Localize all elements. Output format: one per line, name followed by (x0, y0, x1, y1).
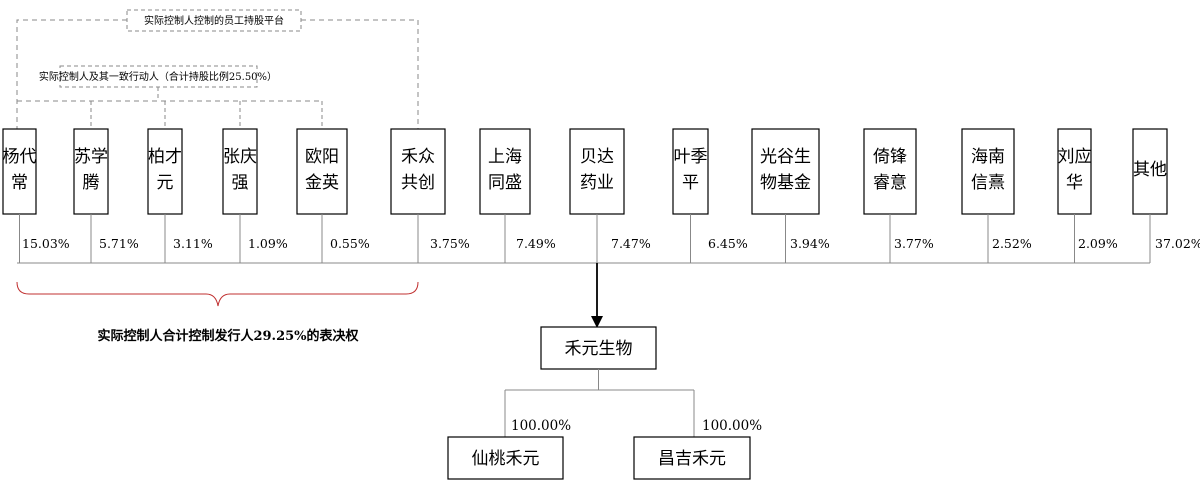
shareholder-name-line: 物基金 (760, 173, 811, 193)
shareholding-percentages: 15.03% 5.71% 3.11% 1.09% 0.55% 3.75% 7.4… (22, 236, 1200, 251)
shareholder-hainan-xinxi: 海南 信熹 (961, 128, 1015, 215)
shareholder-name-line: 元 (157, 173, 174, 193)
shareholder-name-line: 杨代 (3, 147, 37, 167)
shareholder-name-line: 海南 (971, 147, 1005, 167)
shareholder-name-line: 同盛 (488, 173, 522, 193)
pct-others: 37.02% (1155, 236, 1200, 251)
shareholder-name-line: 睿意 (873, 173, 907, 193)
shareholder-name-line: 欧阳 (305, 147, 339, 167)
pct-beida-yaoye: 7.47% (611, 236, 651, 251)
ownership-arrow-head (591, 316, 603, 328)
shareholder-name-line: 贝达 (580, 147, 614, 167)
shareholder-hezhong-gongchuang: 禾众 共创 (390, 128, 446, 215)
shareholder-name-line: 其他 (1133, 160, 1167, 180)
shareholder-name-line: 平 (682, 173, 699, 193)
pct-yifeng-ruiyi: 3.77% (894, 236, 934, 251)
controller-group-brace (16, 281, 419, 307)
subsidiary-changji-heyuan: 昌吉禾元 (633, 436, 751, 480)
shareholder-connectors (17, 214, 1151, 264)
shareholder-beida-yaoye: 贝达 药业 (569, 128, 625, 215)
shareholder-name-line: 光谷生 (760, 147, 811, 167)
voting-summary-text: 实际控制人合计控制发行人29.25%的表决权 (97, 328, 359, 344)
employee-platform-left-connector (16, 19, 127, 129)
subsidiary-name: 昌吉禾元 (658, 449, 726, 469)
pct-bai-caiyuan: 3.11% (173, 236, 213, 251)
pct-liu-yinghua: 2.09% (1078, 236, 1118, 251)
shareholder-liu-yinghua: 刘应 华 (1057, 128, 1092, 215)
concert-parties-group: 实际控制人及其一致行动人（合计持股比例25.50%） (17, 65, 323, 129)
pct-zhang-qingqiang: 1.09% (248, 236, 288, 251)
shareholder-ye-jiping: 叶季 平 (672, 128, 709, 215)
pct-guanggu-fund: 3.94% (790, 236, 830, 251)
pct-ouyang-jinying: 0.55% (330, 236, 370, 251)
shareholder-others: 其他 (1132, 128, 1168, 215)
shareholder-name-line: 禾众 (401, 147, 435, 167)
shareholder-name-line: 金英 (305, 173, 339, 193)
shareholder-yifeng-ruiyi: 倚锋 睿意 (863, 128, 917, 215)
shareholder-name-line: 腾 (83, 173, 100, 193)
pct-xiantao-heyuan: 100.00% (511, 418, 571, 434)
company-name: 禾元生物 (565, 339, 633, 359)
shareholder-name-line: 强 (232, 173, 249, 193)
shareholder-name-line: 华 (1066, 173, 1083, 193)
pct-su-xueteng: 5.71% (99, 236, 139, 251)
pct-yang-daichang: 15.03% (22, 236, 70, 251)
shareholder-bai-caiyuan: 柏才 元 (147, 128, 183, 215)
subsidiary-name: 仙桃禾元 (472, 449, 540, 469)
shareholder-name-line: 刘应 (1058, 147, 1092, 167)
pct-shanghai-tongsheng: 7.49% (516, 236, 556, 251)
employee-platform-label: 实际控制人控制的员工持股平台 (144, 14, 284, 27)
pct-hezhong-gongchuang: 3.75% (430, 236, 470, 251)
shareholder-name-line: 上海 (488, 147, 522, 167)
shareholder-guanggu-fund: 光谷生 物基金 (751, 128, 820, 215)
shareholder-zhang-qingqiang: 张庆 强 (222, 128, 258, 215)
shareholder-name-line: 常 (11, 173, 28, 193)
pct-ye-jiping: 6.45% (708, 236, 748, 251)
company-box: 禾元生物 (540, 326, 657, 370)
shareholder-name-line: 苏学 (74, 147, 108, 167)
shareholder-name-line: 柏才 (148, 147, 182, 167)
shareholder-yang-daichang: 杨代 常 (2, 128, 37, 215)
subsidiary-connectors (504, 369, 695, 437)
shareholder-name-line: 倚锋 (873, 147, 907, 167)
shareholder-name-line: 药业 (580, 173, 614, 193)
pct-changji-heyuan: 100.00% (702, 418, 762, 434)
shareholder-name-line: 叶季 (674, 147, 708, 167)
shareholder-shanghai-tongsheng: 上海 同盛 (479, 128, 531, 215)
shareholder-su-xueteng: 苏学 腾 (73, 128, 109, 215)
subsidiary-xiantao-heyuan: 仙桃禾元 (447, 436, 564, 480)
concert-parties-label: 实际控制人及其一致行动人（合计持股比例25.50%） (39, 70, 277, 83)
pct-hainan-xinxi: 2.52% (992, 236, 1032, 251)
shareholder-name-line: 共创 (401, 173, 435, 193)
shareholder-name-line: 信熹 (971, 173, 1005, 193)
shareholder-ouyang-jinying: 欧阳 金英 (296, 128, 348, 215)
shareholder-name-line: 张庆 (223, 147, 257, 167)
employee-platform-group: 实际控制人控制的员工持股平台 (16, 9, 419, 129)
employee-platform-right-connector (301, 19, 419, 129)
